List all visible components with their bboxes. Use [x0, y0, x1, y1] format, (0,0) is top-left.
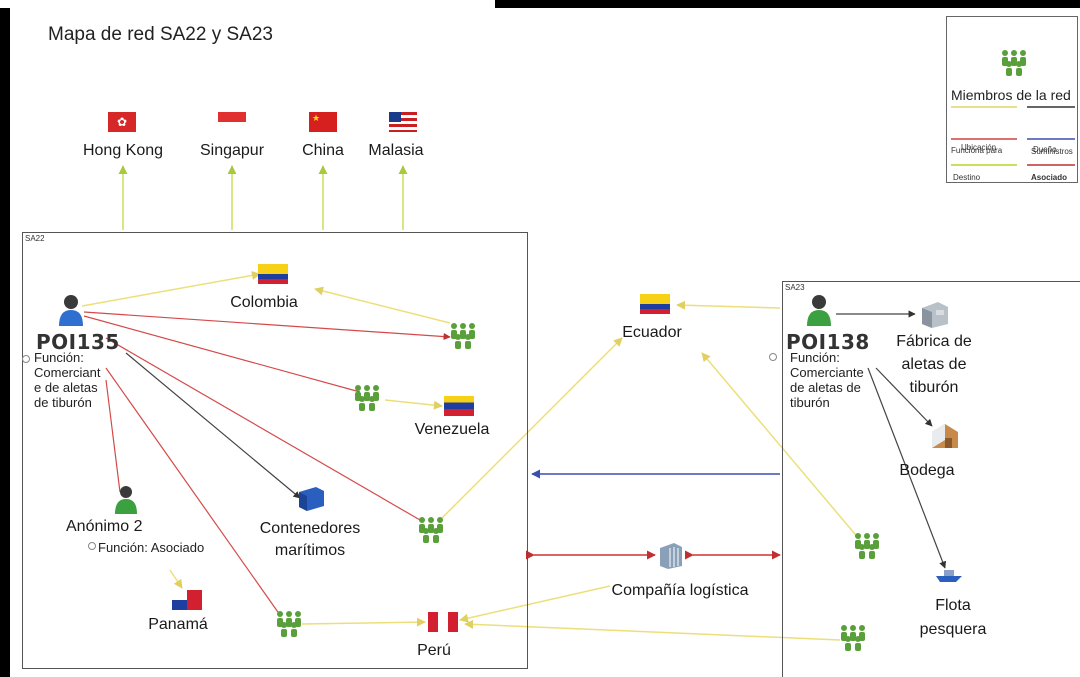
top-edge — [0, 0, 495, 8]
group-sa22-label: SA22 — [25, 234, 45, 243]
legend-owner: Dueño — [1033, 145, 1057, 154]
person-icon[interactable] — [806, 294, 832, 328]
legend-location: Ubicación — [961, 143, 997, 152]
warehouse-label: Bodega — [899, 462, 955, 479]
factory-icon[interactable] — [918, 298, 952, 328]
legend-works-for: Funciona para — [951, 146, 1003, 155]
container-icon[interactable] — [296, 484, 326, 512]
poi135-name[interactable]: POI135 — [36, 330, 120, 354]
legend-supplies: Suministros — [1031, 147, 1073, 156]
network-map-canvas: Mapa de red SA22 y SA23 Miembros de la r… — [10, 8, 1080, 677]
expand-handle[interactable] — [88, 542, 96, 550]
owner-edges — [125, 310, 947, 569]
network-members-icon[interactable] — [446, 320, 480, 350]
legend: Miembros de la red Ubicación Dueño Funci… — [946, 16, 1078, 183]
country-china: China — [302, 142, 344, 159]
group-sa22[interactable]: SA22 — [22, 232, 528, 669]
hong-kong-flag-icon: ✿ — [108, 112, 136, 132]
country-peru: Perú — [417, 642, 451, 659]
warehouse-icon[interactable] — [928, 420, 962, 452]
legend-title: Miembros de la red — [951, 87, 1071, 103]
country-panama: Panamá — [148, 616, 208, 633]
legend-swatches — [951, 106, 1075, 166]
malaysia-flag-icon — [389, 112, 417, 132]
colombia-flag-icon — [258, 264, 288, 284]
expand-handle[interactable] — [22, 355, 30, 363]
group-sa23-label: SA23 — [785, 283, 805, 292]
country-colombia: Colombia — [230, 294, 298, 311]
network-members-icon[interactable] — [350, 382, 384, 412]
legend-associate: Asociado — [1031, 173, 1068, 182]
country-venezuela: Venezuela — [414, 421, 490, 438]
map-title: Mapa de red SA22 y SA23 — [48, 24, 273, 45]
person-icon — [59, 295, 83, 326]
country-malasia: Malasia — [368, 142, 424, 159]
network-members-icon — [1002, 50, 1026, 76]
network-members-icon[interactable] — [850, 530, 884, 560]
country-edges — [118, 165, 408, 230]
singapore-flag-icon — [218, 112, 246, 132]
china-flag-icon: ★ — [309, 112, 337, 132]
venezuela-flag-icon — [444, 396, 474, 416]
panama-flag-icon — [172, 590, 202, 610]
network-members-icon[interactable] — [272, 608, 306, 638]
ecuador-flag-icon — [640, 294, 670, 314]
country-singapur: Singapur — [199, 142, 265, 159]
network-members-icon[interactable] — [836, 622, 870, 652]
person-icon[interactable] — [114, 484, 138, 516]
anon2-name: Anónimo 2 — [66, 518, 143, 535]
peru-flag-icon — [428, 612, 458, 632]
legend-destination: Destino — [953, 173, 981, 182]
works-for-edges — [83, 311, 451, 616]
network-members-icon[interactable] — [414, 514, 448, 544]
boat-icon[interactable] — [934, 566, 964, 584]
group-sa23[interactable]: SA23 — [782, 281, 1080, 677]
anon2-role: Función: Asociado — [98, 540, 205, 555]
building-icon[interactable] — [656, 540, 686, 570]
logistics-label: Compañía logística — [611, 582, 749, 599]
country-hong-kong: Hong Kong — [82, 142, 164, 159]
country-ecuador: Ecuador — [622, 324, 682, 341]
poi138-name[interactable]: POI138 — [786, 330, 870, 354]
expand-handle[interactable] — [769, 353, 777, 361]
